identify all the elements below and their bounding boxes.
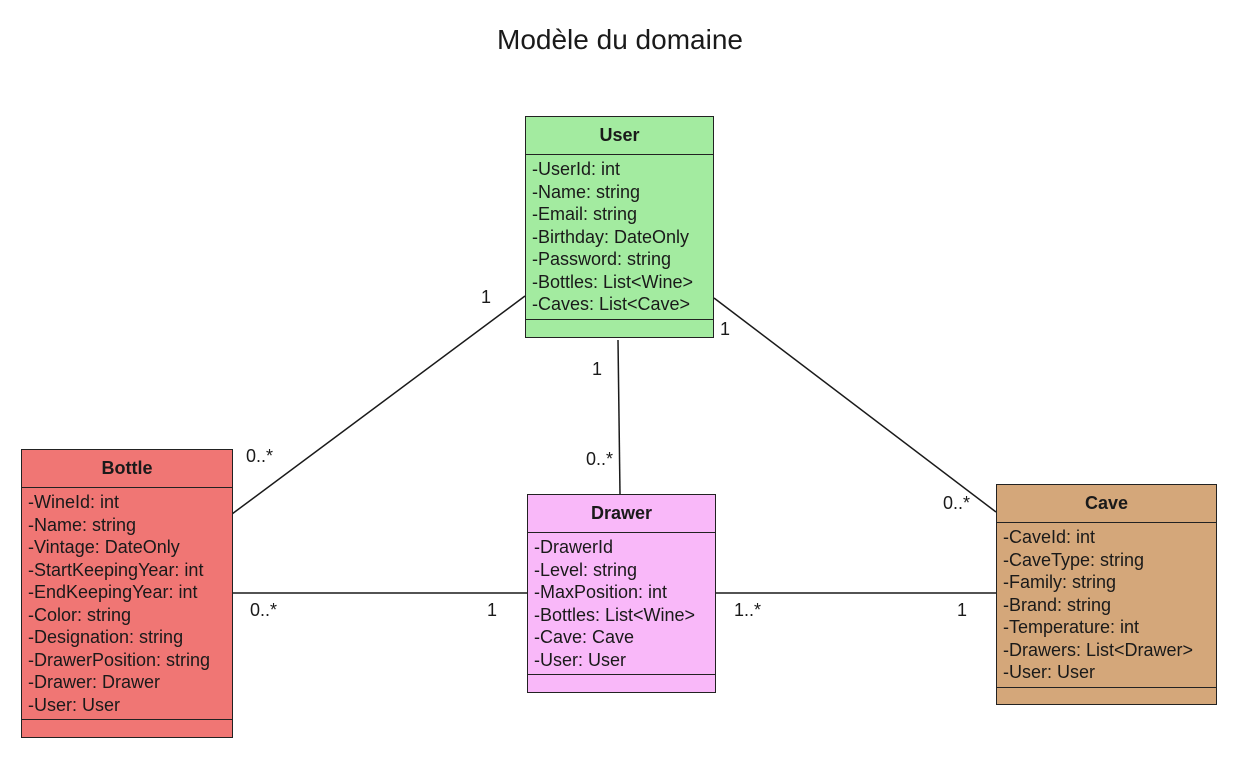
class-drawer-attributes: -DrawerId -Level: string -MaxPosition: i…	[528, 533, 715, 675]
class-user-operations	[526, 320, 713, 331]
class-drawer-attr-maxposition: -MaxPosition: int	[534, 582, 668, 602]
class-cave-attr-caveid: -CaveId: int	[1003, 527, 1096, 547]
class-bottle-name: Bottle	[22, 450, 232, 488]
class-drawer-name: Drawer	[528, 495, 715, 533]
class-bottle-attr-drawer: -Drawer: Drawer	[28, 672, 161, 692]
multiplicity-user-bottle-target: 0..*	[246, 446, 274, 466]
multiplicity-user-cave-source: 1	[720, 319, 731, 339]
class-cave-attr-temperature: -Temperature: int	[1003, 617, 1140, 637]
multiplicity-bottle-drawer-target: 1	[487, 600, 498, 620]
class-user-attributes: -UserId: int -Name: string -Email: strin…	[526, 155, 713, 320]
class-drawer: Drawer -DrawerId -Level: string -MaxPosi…	[527, 494, 716, 693]
multiplicity-user-drawer-source: 1	[592, 359, 603, 379]
class-user-attr-email: -Email: string	[532, 204, 638, 224]
class-cave: Cave -CaveId: int -CaveType: string -Fam…	[996, 484, 1217, 705]
multiplicity-user-drawer-target: 0..*	[586, 449, 614, 469]
class-user-name: User	[526, 117, 713, 155]
class-cave-attributes: -CaveId: int -CaveType: string -Family: …	[997, 523, 1216, 688]
class-cave-attr-user: -User: User	[1003, 662, 1096, 682]
association-user-bottle	[231, 295, 526, 515]
multiplicity-drawer-cave-source: 1..*	[734, 600, 762, 620]
multiplicity-bottle-drawer-source: 0..*	[250, 600, 278, 620]
class-cave-attr-brand: -Brand: string	[1003, 594, 1112, 615]
class-bottle-attr-wineid: -WineId: int	[28, 492, 120, 512]
class-user-attr-birthday: -Birthday: DateOnly	[532, 226, 690, 247]
class-bottle-attr-designation: -Designation: string	[28, 627, 184, 647]
class-bottle-attr-endkeepingyear: -EndKeepingYear: int	[28, 582, 198, 602]
association-user-drawer	[617, 339, 621, 495]
class-bottle-attr-vintage: -Vintage: DateOnly	[28, 537, 180, 557]
multiplicity-user-bottle-source: 1	[481, 287, 492, 307]
association-user-cave	[713, 297, 997, 513]
class-drawer-attr-drawerid: -DrawerId	[534, 537, 614, 557]
multiplicity-user-cave-target: 0..*	[943, 493, 971, 513]
class-user: User -UserId: int -Name: string -Email: …	[525, 116, 714, 338]
diagram-title: Modèle du domaine	[497, 24, 743, 55]
class-bottle-attr-color: -Color: string	[28, 604, 132, 625]
class-cave-attr-drawers: -Drawers: List<Drawer>	[1003, 639, 1194, 660]
class-cave-attr-cavetype: -CaveType: string	[1003, 549, 1145, 570]
class-user-attr-caves: -Caves: List<Cave>	[532, 294, 691, 314]
class-drawer-attr-bottles: -Bottles: List<Wine>	[534, 604, 696, 625]
class-bottle: Bottle -WineId: int -Name: string -Vinta…	[21, 449, 233, 738]
class-drawer-attr-user: -User: User	[534, 649, 627, 670]
class-drawer-operations	[528, 675, 715, 686]
class-drawer-attr-cave: -Cave: Cave	[534, 627, 635, 647]
class-drawer-attr-level: -Level: string	[534, 559, 638, 580]
class-bottle-attr-startkeepingyear: -StartKeepingYear: int	[28, 559, 204, 580]
class-cave-name: Cave	[997, 485, 1216, 523]
class-user-attr-password: -Password: string	[532, 249, 672, 269]
multiplicity-drawer-cave-target: 1	[957, 600, 968, 620]
class-bottle-attributes: -WineId: int -Name: string -Vintage: Dat…	[22, 488, 232, 720]
class-user-attr-name: -Name: string	[532, 181, 641, 202]
class-cave-operations	[997, 688, 1216, 699]
class-bottle-attr-user: -User: User	[28, 694, 121, 715]
class-bottle-attr-name: -Name: string	[28, 514, 137, 535]
class-bottle-operations	[22, 720, 232, 731]
class-bottle-attr-drawerposition: -DrawerPosition: string	[28, 649, 211, 670]
class-cave-attr-family: -Family: string	[1003, 572, 1117, 592]
class-user-attr-userid: -UserId: int	[532, 159, 621, 179]
class-user-attr-bottles: -Bottles: List<Wine>	[532, 271, 694, 292]
